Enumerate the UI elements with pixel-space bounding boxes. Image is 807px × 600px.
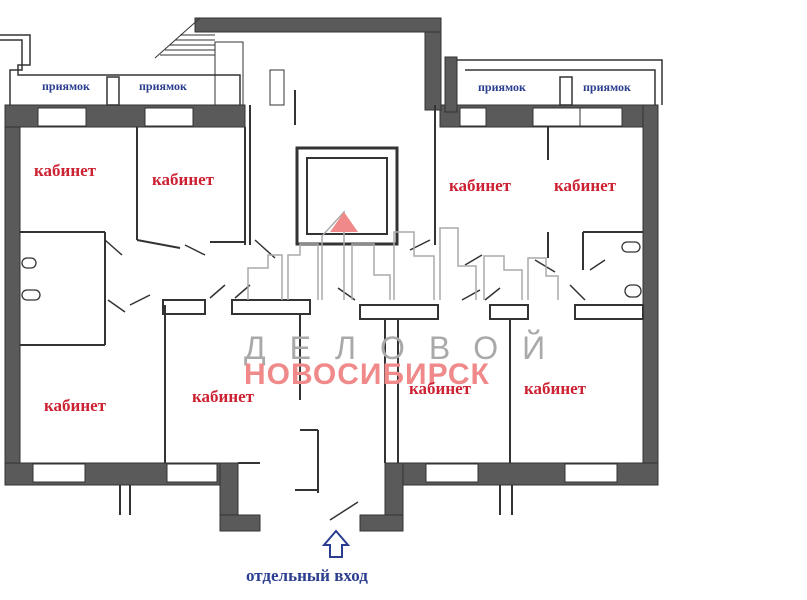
room-label: кабинет: [554, 176, 617, 195]
watermark-peak: [330, 212, 358, 232]
watermark-line2: НОВОСИБИРСК: [244, 358, 490, 391]
right-wall: [642, 104, 659, 486]
room-label: кабинет: [524, 379, 587, 398]
left-wall: [4, 104, 21, 486]
watermark-skyline: [247, 210, 559, 300]
stair-top-wall: [194, 17, 442, 33]
pit-label: приямок: [583, 80, 631, 94]
room-label: кабинет: [449, 176, 512, 195]
pit-label: приямок: [42, 79, 90, 93]
room-label: кабинет: [409, 379, 472, 398]
pit-label: приямок: [478, 80, 526, 94]
stair-right-wall: [424, 19, 442, 111]
windows: [32, 107, 623, 483]
room-label: кабинет: [44, 396, 107, 415]
watermark-line1: ДЕЛОВОЙ: [244, 330, 570, 366]
toilets: [21, 241, 642, 301]
stairs: [154, 17, 285, 106]
pit-label: приямок: [139, 79, 187, 93]
left-vestibule-foot: [219, 514, 261, 532]
right-vestibule-foot: [359, 514, 404, 532]
entrance-label: отдельный вход: [246, 566, 368, 585]
entrance-arrow: [321, 529, 351, 558]
room-label: кабинет: [152, 170, 215, 189]
right-pit-wall: [444, 56, 458, 113]
room-label: кабинет: [192, 387, 255, 406]
room-label: кабинет: [34, 161, 97, 180]
pits: [0, 34, 663, 106]
interior-walls: [20, 90, 644, 515]
